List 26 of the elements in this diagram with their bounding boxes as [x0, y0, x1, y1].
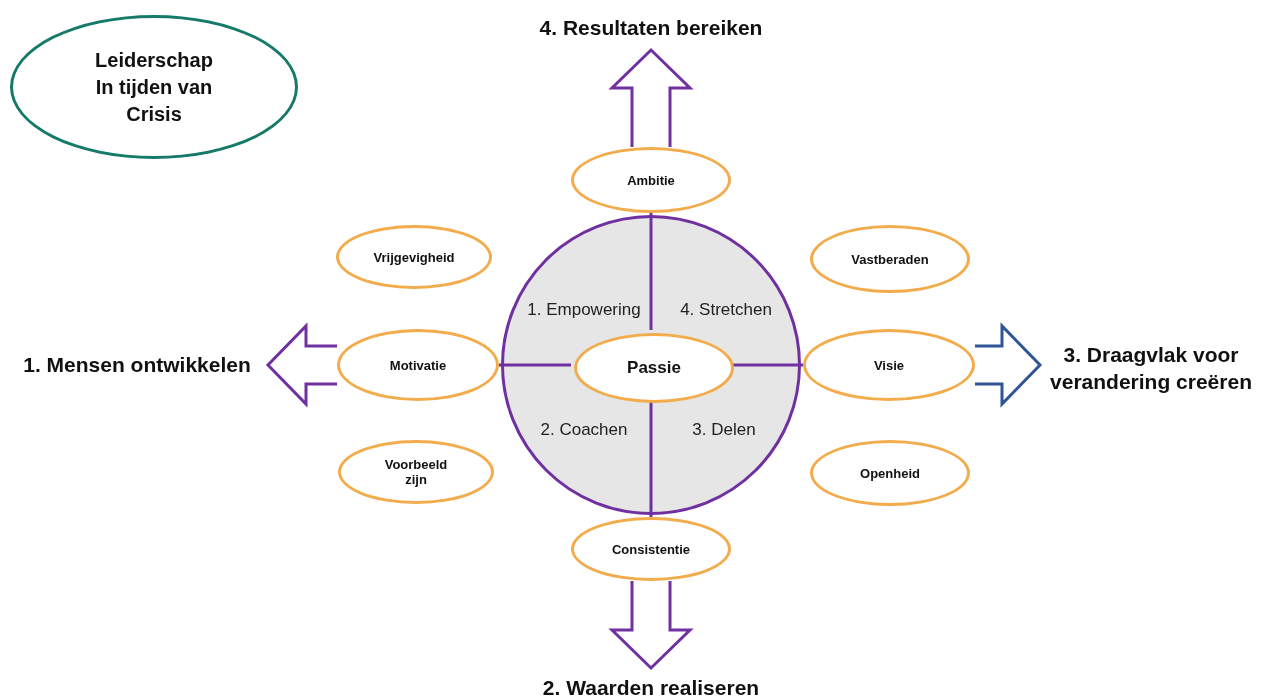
node-text: Consistentie [611, 541, 691, 557]
connector-line [731, 363, 803, 367]
block-arrow [608, 47, 694, 149]
heading-text: 1. Mensen ontwikkelen [6, 347, 268, 383]
node-text: Passie [626, 358, 682, 378]
heading-text: 3. Draagvlak voor verandering creëren [1040, 333, 1262, 403]
block-arrow [265, 322, 339, 408]
node-text: Vrijgevigheid [372, 249, 456, 265]
node-text: Voorbeeld zijn [383, 457, 449, 487]
connector-line [499, 363, 571, 367]
node-text: Motivatie [388, 357, 448, 373]
node-text: Vastberaden [850, 251, 930, 267]
block-arrow [608, 579, 694, 671]
node-text: Visie [872, 357, 906, 373]
node-text: Leiderschap In tijden van Crisis [94, 47, 214, 127]
quadrant-label: 1. Empowering [527, 300, 641, 320]
node-text: Ambitie [626, 172, 676, 188]
node-text: Openheid [859, 465, 921, 481]
quadrant-label: 2. Coachen [540, 420, 628, 440]
quadrant-label: 4. Stretchen [680, 300, 772, 320]
heading-text: 2. Waarden realiseren [500, 668, 802, 700]
block-arrow [973, 322, 1043, 408]
heading-text: 4. Resultaten bereiken [500, 6, 802, 50]
connector-line [649, 213, 653, 330]
connector-line [649, 400, 653, 517]
quadrant-label: 3. Delen [692, 420, 756, 440]
